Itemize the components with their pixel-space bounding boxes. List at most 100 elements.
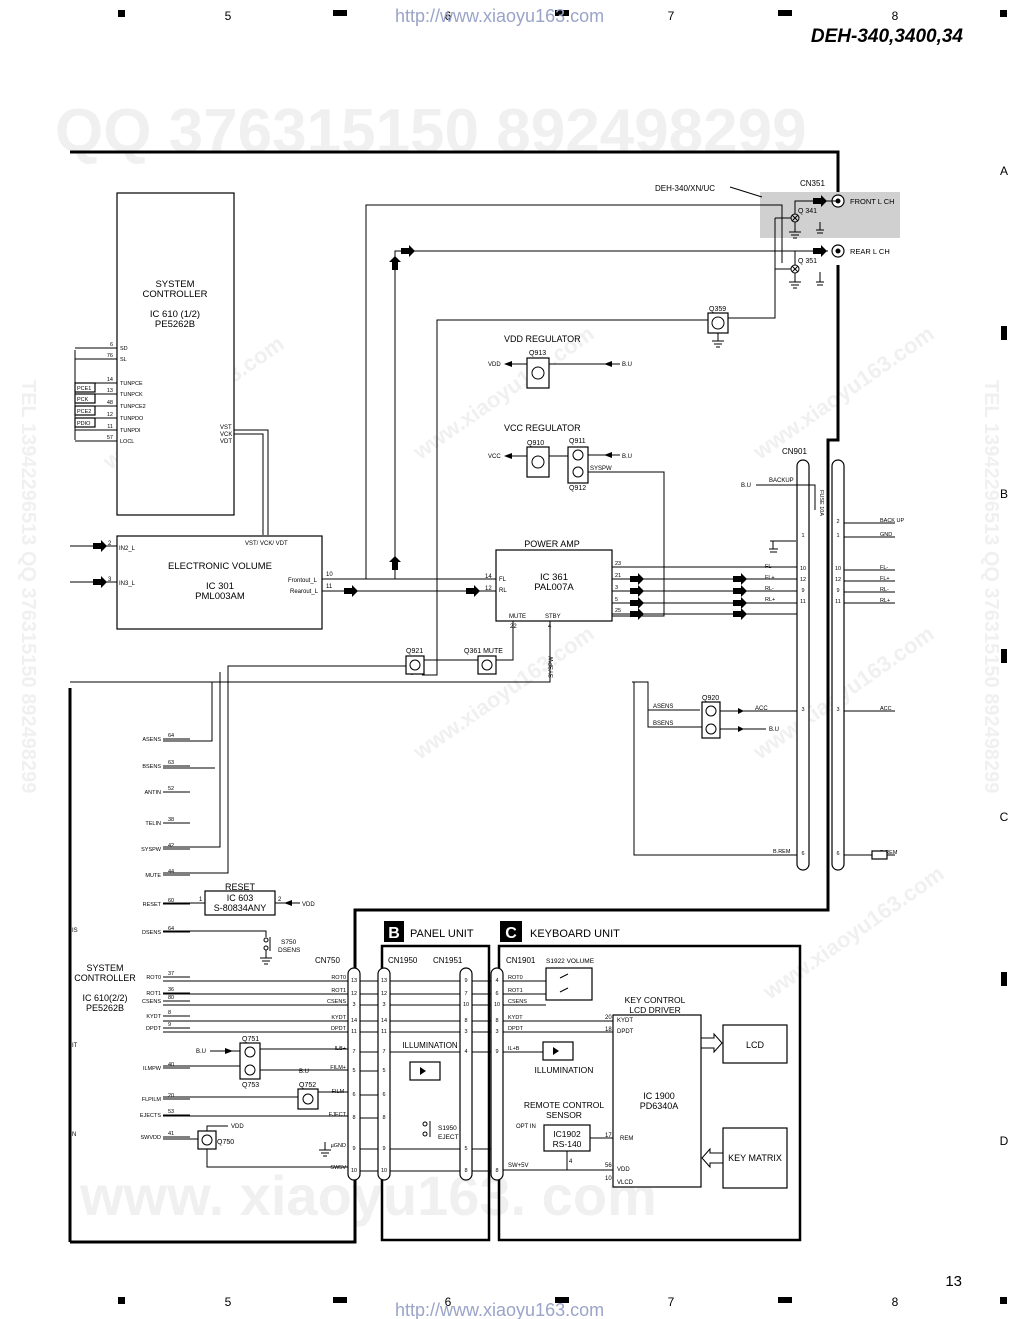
cn901-right-pin: 10: [835, 566, 841, 572]
sysctrl2-side-it: IT: [72, 1043, 78, 1049]
sysctrl1-part: PE5262B: [155, 319, 195, 330]
cn1950-pin: 9: [382, 1146, 385, 1152]
cn901-right-pin: 9: [836, 588, 839, 594]
col-label-7: 7: [668, 9, 675, 23]
cn750-pin: 8: [352, 1115, 355, 1121]
cn750-pin: 10: [351, 1168, 357, 1174]
sysctrl2-pin-name: MUTE: [145, 873, 161, 879]
sysctrl1-pin-name: TUNPCE2: [120, 404, 146, 410]
lcd-label: LCD: [746, 1040, 765, 1050]
dsens-wire: [163, 930, 267, 937]
evol-title: ELECTRONIC VOLUME: [168, 561, 272, 572]
front-l-ch-label: FRONT L CH: [850, 197, 895, 206]
cn901-in-label: FL+: [765, 575, 775, 581]
sw5v-label: SW+5V: [508, 1163, 529, 1169]
cn1950-pin: 7: [382, 1049, 385, 1055]
ic1900-block: [612, 1014, 702, 1188]
sysctrl2-pin-number: 60: [168, 898, 174, 904]
vcc-arrow: [504, 453, 512, 459]
cn750-pin-name: µGND: [331, 1143, 346, 1149]
cn1901-pin-name: IL+B: [508, 1046, 520, 1052]
vcc-bu-label: B.U: [622, 454, 632, 460]
watermark-site-6: www.xiaoyu163.com: [758, 861, 949, 1005]
cn901-out-label: RL+: [880, 598, 890, 604]
cn901-right-col: [831, 459, 845, 871]
amp-p14: 14: [485, 574, 492, 580]
sysctrl1-vck: VCK: [220, 432, 232, 438]
sysctrl2-pin-name: BSENS: [142, 764, 161, 770]
brem-line: [633, 682, 797, 856]
evol-in3: IN3_L: [119, 581, 136, 587]
rs140-label: RS-140: [553, 1139, 582, 1149]
sysctrl2-pin-number: 20: [168, 1093, 174, 1099]
q359-transistor: [707, 312, 729, 334]
evol-p11: 11: [326, 584, 333, 590]
cn1901-col: [490, 967, 504, 1181]
sysctrl1-pins: 6SD76SL14TUNPCE13TUNPCK48TUNPCE212TUNPDO…: [74, 342, 146, 445]
sysctrl1-net-label: PCK: [77, 397, 89, 403]
mute-wire: [163, 665, 406, 874]
syspw-wire: [163, 672, 221, 848]
cn750-pin: 14: [351, 1018, 357, 1024]
q911-label: Q911: [569, 438, 586, 445]
backup-line: [756, 484, 816, 510]
sysctrl2-pin-name: ROT1: [146, 991, 161, 997]
kcl-title1: KEY CONTROL: [625, 995, 686, 1005]
q351-transistor: [775, 264, 800, 282]
sysctrl2-pin-name: RESET: [143, 902, 162, 908]
q912-circle: [572, 466, 584, 478]
cn901-out-label: FL+: [880, 576, 890, 582]
q750-vdd: VDD: [231, 1124, 244, 1130]
q359-ground: [712, 333, 724, 348]
q752-label: Q752: [299, 1082, 316, 1089]
evol-rearout: Rearout_L: [290, 589, 319, 595]
watermark-bottom: www. xiaoyu163. com: [79, 1164, 657, 1227]
sysctrl2-pin-number: 63: [168, 760, 174, 766]
q913-label: Q913: [529, 350, 546, 357]
cn901-in-label: RL-: [765, 586, 774, 592]
watermark-tel-right: TEL 13942296513 QQ 376315150 892498299: [980, 380, 1002, 793]
cn1901-label: CN1901: [506, 956, 536, 965]
q753-bu: B.U: [299, 1069, 309, 1075]
amp-fl: FL: [499, 577, 507, 583]
remote-title1: REMOTE CONTROL: [524, 1100, 605, 1110]
s1950-contact-1: [422, 1121, 428, 1127]
cn1950-pin: 3: [382, 1002, 385, 1008]
cn750-pin: 13: [351, 978, 357, 984]
cn901-out-label: GND: [880, 532, 892, 538]
evol-part: PML003AM: [195, 591, 245, 602]
key-matrix-label: KEY MATRIX: [728, 1153, 782, 1163]
front-to-cn351-line: [365, 204, 783, 579]
cn901-bu: B.U: [741, 483, 751, 489]
ic1900-p18: 18: [605, 1027, 612, 1033]
cn1951-pin: 10: [463, 1002, 469, 1008]
acc-label: ACC: [755, 706, 768, 712]
up-arrow-1: [389, 556, 401, 570]
cn1950-pin: 13: [381, 978, 387, 984]
sysctrl2-pin-name: ASENS: [142, 737, 161, 743]
amp-output-pin: 23: [615, 561, 621, 567]
electronic-volume-block: [116, 535, 323, 630]
sysctrl2-pin-number: 41: [168, 1131, 174, 1137]
q750-vdd-wire: [206, 1125, 228, 1131]
sysctrl1-pin-number: 6: [110, 342, 113, 348]
cn1951-pin: 8: [464, 1018, 467, 1024]
sysctrl1-vst: VST: [220, 425, 232, 431]
bsens-label: BSENS: [653, 721, 673, 727]
amp-part: PAL007A: [534, 582, 574, 593]
cn351-title: CN351: [800, 179, 825, 188]
sysctrl2-pin-number: 64: [168, 733, 174, 739]
cn1901-pin-name: ROT0: [508, 975, 523, 981]
kb-illum: ILLUMINATION: [535, 1065, 594, 1075]
cn1950-pin: 10: [381, 1168, 387, 1174]
page-number: 13: [945, 1273, 962, 1290]
bu-arrow-vdd: [604, 361, 612, 367]
cn1901-pin-name: KYDT: [508, 1015, 523, 1021]
frame-top: [70, 150, 840, 195]
ic1900-vdd: VDD: [617, 1167, 630, 1173]
grid-markers: [118, 10, 1007, 1304]
in3-arrow: [93, 576, 107, 588]
col-label-5-bottom: 5: [225, 1295, 232, 1309]
amp-p12: 12: [485, 586, 492, 592]
